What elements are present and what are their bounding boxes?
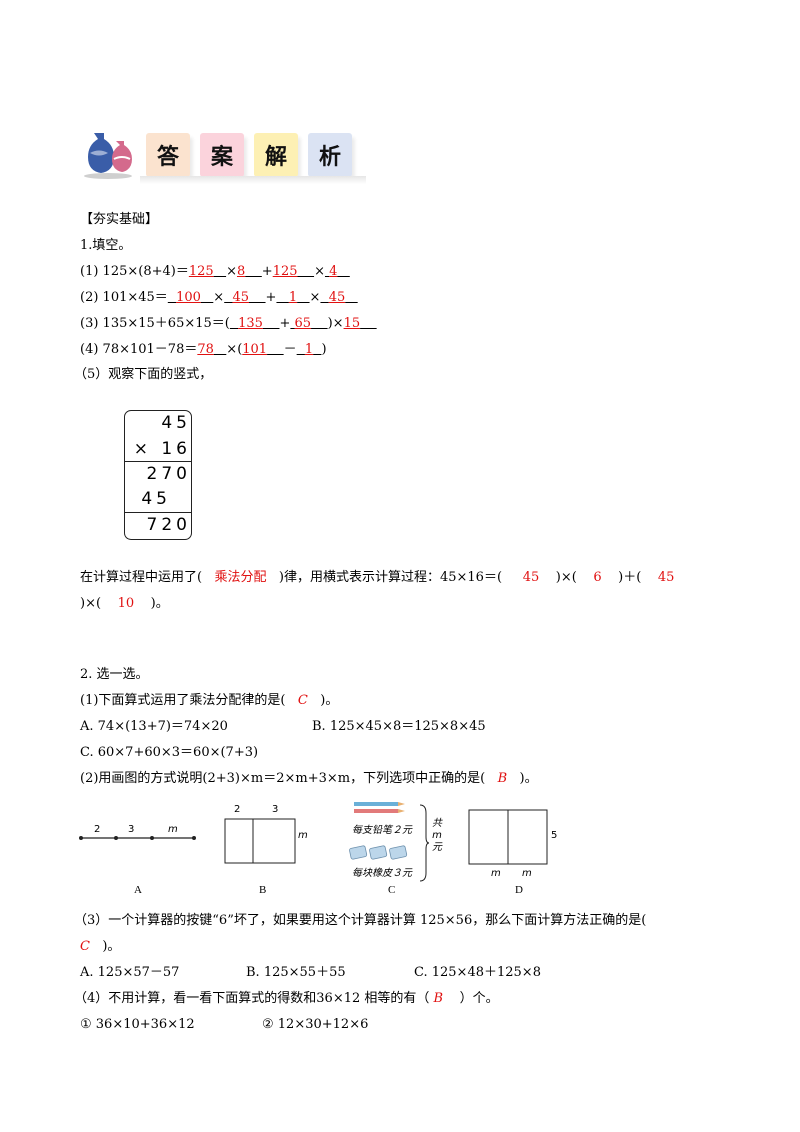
q2-title: 2. 选一选。 xyxy=(80,667,149,682)
q1-line-5: （5）观察下面的竖式， xyxy=(74,367,213,382)
figure-c-caption: C xyxy=(388,884,396,896)
rectangle-diagram xyxy=(224,818,296,864)
figure-c-pencil-text: 每支铅笔２元 xyxy=(352,825,412,836)
figure-d-label-m2: m xyxy=(522,868,532,879)
q2-p1-option-c: C. 60×7+60×3＝60×(7+3) xyxy=(80,745,259,760)
q2-p4-question: （4）不用计算，看一看下面算式的得数和36×12 相等的有（ B ）个。 xyxy=(74,991,499,1006)
figure-b-label-3: 3 xyxy=(272,804,279,815)
divider xyxy=(125,512,191,513)
brace xyxy=(419,804,430,882)
header-tile-2: 案 xyxy=(200,133,244,177)
q1-line-3: (3) 135×15＋65×15＝( 135 + 65 )×15 xyxy=(80,316,361,331)
q2-p3-question: （3）一个计算器的按键“6”坏了，如果要用这个计算器计算 125×56，那么下面… xyxy=(74,913,647,928)
vertical-row-2: × 16 xyxy=(133,439,191,459)
figure-b-caption: B xyxy=(259,884,267,896)
q2-p4-option-1: ① 36×10+36×12 xyxy=(80,1017,195,1032)
q1-line-1: (1) 125×(8+4)＝125 ×8 +125 × 4 xyxy=(80,264,338,279)
q2-p1-option-b: B. 125×45×8＝125×8×45 xyxy=(312,719,486,734)
figure-b-label-2: 2 xyxy=(234,804,241,815)
figure-a-caption: A xyxy=(134,884,142,896)
q2-p3-answer: C )。 xyxy=(80,939,121,954)
q1-sentence-line-2: )×( 10 )。 xyxy=(80,596,169,611)
q1-line-4: (4) 78×101－78＝78 ×(101 － 1 ) xyxy=(80,342,327,357)
figure-c-side-text: 共m元 xyxy=(432,818,442,853)
figure-a-label-2: 2 xyxy=(94,824,101,835)
figure-a-label-m: m xyxy=(168,824,178,835)
figure-d-caption: D xyxy=(515,884,523,896)
q2-p2-question: (2)用画图的方式说明(2+3)×m＝2×m+3×m，下列选项中正确的是( B … xyxy=(80,771,538,786)
vertical-row-4: 45 xyxy=(141,489,171,509)
rectangle-diagram xyxy=(468,809,548,865)
vertical-row-5: 720 xyxy=(146,515,191,535)
q2-p3-option-b: B. 125×55＋55 xyxy=(246,965,346,980)
header-tile-4: 析 xyxy=(308,133,352,177)
vertical-row-1: 45 xyxy=(161,413,191,433)
q2-p1-question: (1)下面算式运用了乘法分配律的是( C )。 xyxy=(80,693,339,708)
figure-d-label-5: 5 xyxy=(551,830,558,841)
pencil-icon xyxy=(354,802,405,813)
figure-a-label-3: 3 xyxy=(128,824,135,835)
q1-title: 1.填空。 xyxy=(80,238,132,253)
vase-icon xyxy=(84,133,132,179)
q2-p3-option-a: A. 125×57－57 xyxy=(80,965,180,980)
q1-sentence-line-1: 在计算过程中运用了( 乘法分配 )律，用横式表示计算过程：45×16＝( 45 … xyxy=(80,570,675,585)
q2-p4-option-2: ② 12×30+12×6 xyxy=(262,1017,369,1032)
divider xyxy=(125,461,191,462)
figure-d-label-m1: m xyxy=(491,868,501,879)
vertical-multiplication: 45 × 16 270 45 720 xyxy=(124,410,192,540)
header-tile-1: 答 xyxy=(146,133,190,177)
q2-p3-option-c: C. 125×48＋125×8 xyxy=(414,965,541,980)
q2-p1-option-a: A. 74×(13+7)＝74×20 xyxy=(80,719,228,734)
number-line xyxy=(79,836,196,840)
header-shadow xyxy=(140,176,366,184)
eraser-icon xyxy=(349,845,408,860)
figure-c-eraser-text: 每块橡皮３元 xyxy=(352,868,412,879)
figure-b-label-m: m xyxy=(298,830,308,841)
vertical-row-3: 270 xyxy=(146,464,191,484)
q1-line-2: (2) 101×45＝ 100 × 45 + 1 × 45 xyxy=(80,290,346,305)
section-title: 【夯实基础】 xyxy=(80,212,159,227)
header-tile-3: 解 xyxy=(254,133,298,177)
